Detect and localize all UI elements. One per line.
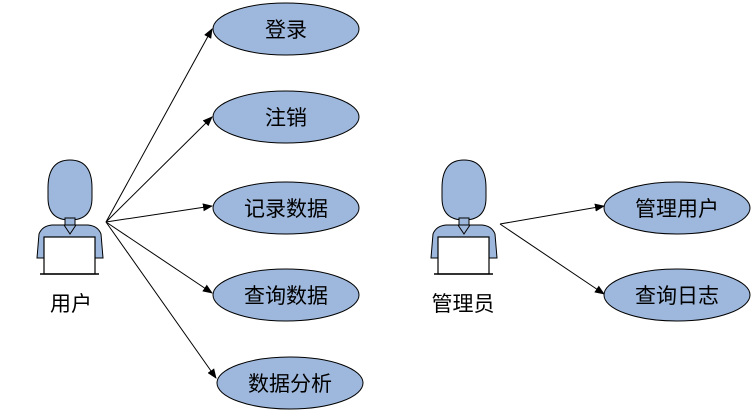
- user-actor-icon: [36, 159, 104, 275]
- arrow-user-record-data: [105, 203, 213, 223]
- arrow-user-logout: [105, 116, 213, 223]
- use-case-manage-users-label: 管理用户: [635, 197, 719, 221]
- user-actor-label: 用户: [50, 292, 92, 316]
- use-case-data-analysis-label: 数据分析: [248, 372, 332, 396]
- use-case-record-data-label: 记录数据: [244, 197, 328, 221]
- arrow-admin-manage-users: [499, 203, 605, 225]
- use-case-logout-label: 注销: [265, 106, 307, 130]
- arrow-user-data-analysis: [105, 221, 217, 379]
- use-case-manage-users[interactable]: 管理用户: [603, 181, 751, 235]
- use-case-query-data-label: 查询数据: [244, 284, 328, 308]
- arrow-admin-query-logs: [499, 223, 605, 295]
- use-case-login[interactable]: 登录: [212, 2, 360, 56]
- use-case-query-data[interactable]: 查询数据: [212, 268, 360, 322]
- admin-actor-icon: [430, 159, 498, 275]
- admin-actor-label: 管理员: [432, 292, 495, 316]
- use-case-login-label: 登录: [265, 18, 307, 42]
- use-case-record-data[interactable]: 记录数据: [212, 181, 360, 235]
- use-case-query-logs-label: 查询日志: [635, 284, 719, 308]
- use-case-query-logs[interactable]: 查询日志: [603, 268, 751, 322]
- arrow-user-login: [105, 28, 213, 223]
- arrow-user-query-data: [105, 221, 213, 294]
- association-arrows: [105, 28, 605, 379]
- use-case-data-analysis[interactable]: 数据分析: [216, 356, 364, 410]
- use-case-logout[interactable]: 注销: [212, 90, 360, 144]
